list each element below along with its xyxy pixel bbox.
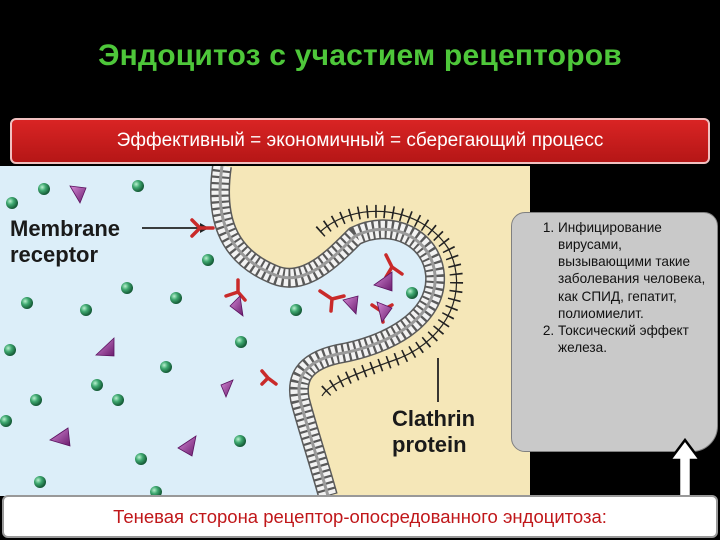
note-item-2: Токсический эффект железа. [558,322,711,356]
purple-triangles [49,185,393,457]
green-particles [0,180,418,496]
footer-banner: Теневая сторона рецептор-опосредованного… [2,495,718,538]
clathrin-protein-label: Clathrin protein [392,406,475,458]
receptor-label-line1: Membrane [10,216,121,241]
clathrin-label-line2: protein [392,431,467,457]
membrane-receptor-label: Membrane receptor [10,216,120,268]
notes-list: Инфицирование вирусами, вызывающими таки… [516,219,711,356]
slide-subtitle: Эффективный = экономичный = сберегающий … [10,118,710,164]
notes-callout: Инфицирование вирусами, вызывающими таки… [511,212,718,452]
note-item-1: Инфицирование вирусами, вызывающими таки… [558,219,711,322]
slide-title: Эндоцитоз с участием рецепторов [98,39,622,72]
clathrin-label-line1: Clathrin [392,406,476,431]
up-arrow-icon [668,438,702,500]
receptor-label-line2: receptor [10,241,99,267]
endocytosis-diagram [0,166,530,496]
